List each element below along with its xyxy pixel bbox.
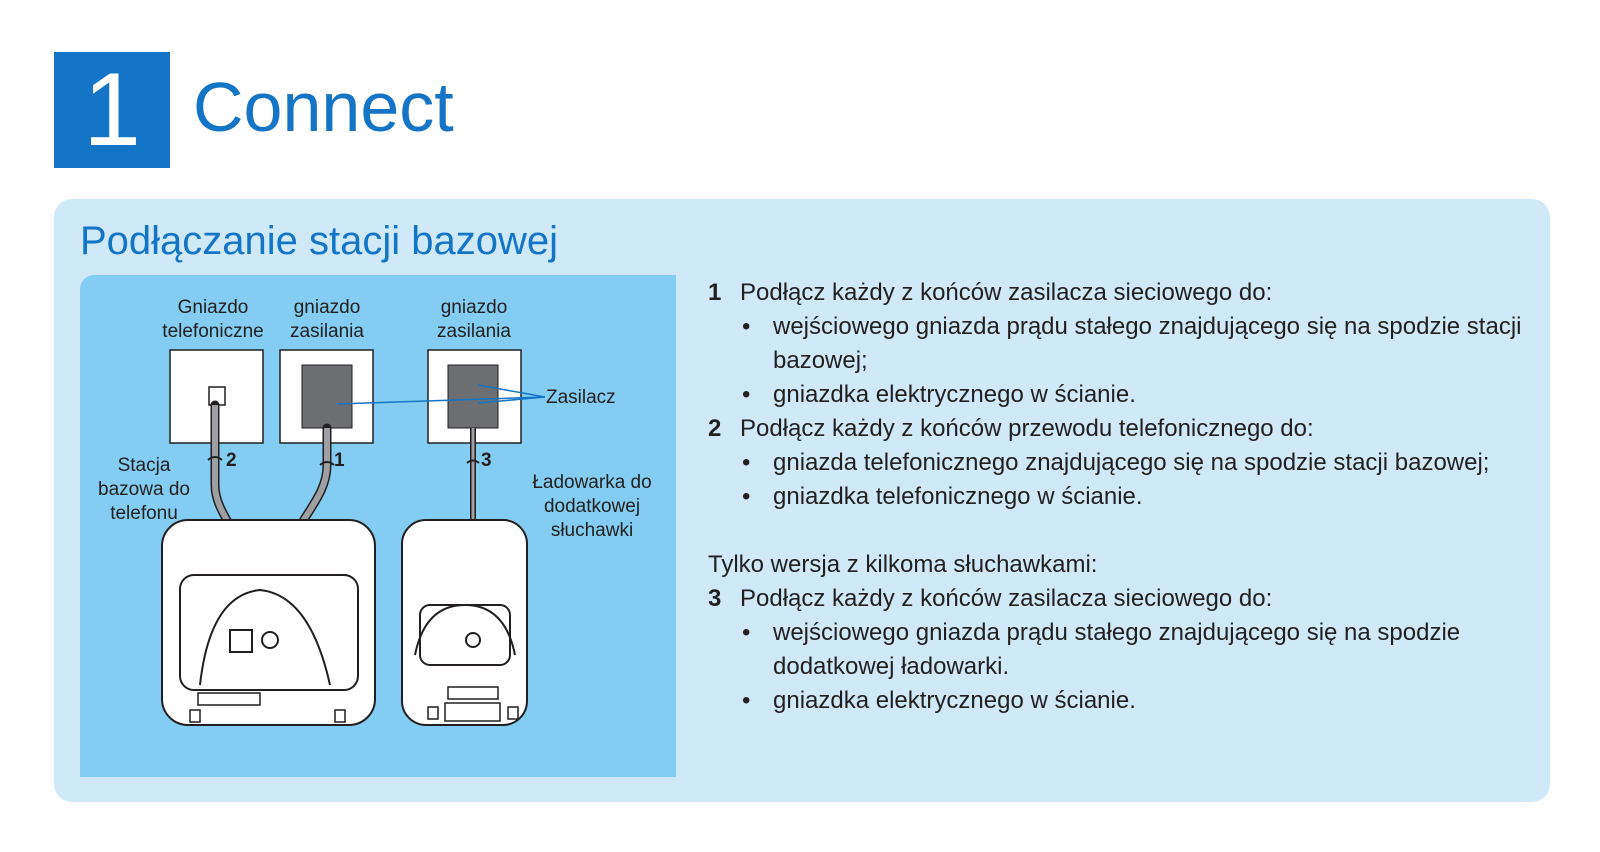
step-2-text: Podłącz każdy z końców przewodu telefoni…	[740, 415, 1314, 442]
chapter-number: 1	[54, 52, 170, 168]
list-item: • gniazdka telefonicznego w ścianie.	[708, 480, 1528, 514]
step-1-bullet-2: gniazdka elektrycznego w ścianie.	[773, 381, 1136, 408]
callout-1: 1	[334, 450, 345, 471]
bullet-glyph: •	[742, 381, 751, 408]
callout-2: 2	[226, 450, 237, 471]
bullet-glyph: •	[742, 687, 751, 714]
multi-handset-note: Tylko wersja z kilkoma słuchawkami:	[708, 551, 1098, 578]
bullet-glyph: •	[742, 483, 751, 510]
instructions: 1 Podłącz każdy z końców zasilacza sieci…	[708, 276, 1528, 718]
label-power-socket-2: gniazdo zasilania	[437, 297, 511, 342]
charger	[401, 519, 528, 726]
step-1-bullet-1: wejściowego gniazda prądu stałego znajdu…	[773, 313, 1522, 374]
step-3: 3 Podłącz każdy z końców zasilacza sieci…	[708, 582, 1528, 616]
step-1: 1 Podłącz każdy z końców zasilacza sieci…	[708, 276, 1528, 310]
base-station	[161, 519, 376, 726]
page-title: Connect	[193, 68, 454, 146]
label-power-socket-1: gniazdo zasilania	[290, 297, 364, 342]
section-title: Podłączanie stacji bazowej	[80, 219, 559, 263]
list-item: • wejściowego gniazda prądu stałego znaj…	[708, 310, 1528, 378]
bullet-glyph: •	[742, 449, 751, 476]
step-3-bullet-2: gniazdka elektrycznego w ścianie.	[773, 687, 1136, 714]
diagram-illustration	[161, 349, 546, 726]
step-1-number: 1	[708, 279, 722, 306]
step-2-bullet-1: gniazda telefonicznego znajdującego się …	[773, 449, 1490, 476]
label-adapter: Zasilacz	[546, 387, 616, 408]
list-item: • gniazdka elektrycznego w ścianie.	[708, 684, 1528, 718]
step-2: 2 Podłącz każdy z końców przewodu telefo…	[708, 412, 1528, 446]
list-item: • wejściowego gniazda prądu stałego znaj…	[708, 616, 1528, 684]
step-2-number: 2	[708, 415, 722, 442]
bullet-glyph: •	[742, 313, 751, 340]
bullet-glyph: •	[742, 619, 751, 646]
power-adapter-1	[301, 364, 353, 429]
list-item: • gniazda telefonicznego znajdującego si…	[708, 446, 1528, 480]
step-3-number: 3	[708, 585, 722, 612]
power-adapter-2	[447, 364, 499, 429]
step-2-bullet-2: gniazdka telefonicznego w ścianie.	[773, 483, 1143, 510]
list-item: • gniazdka elektrycznego w ścianie.	[708, 378, 1528, 412]
step-1-text: Podłącz każdy z końców zasilacza sieciow…	[740, 279, 1273, 306]
step-3-bullet-1: wejściowego gniazda prądu stałego znajdu…	[773, 619, 1461, 680]
label-phone-wall-socket: Gniazdo telefoniczne	[162, 297, 264, 342]
callout-3: 3	[481, 450, 492, 471]
step-3-text: Podłącz każdy z końców zasilacza sieciow…	[740, 585, 1273, 612]
label-base-station: Stacja bazowa do telefonu	[98, 455, 190, 524]
connection-diagram: Gniazdo telefoniczne gniazdo zasilania g…	[80, 275, 676, 777]
label-charger: Ładowarka do dodatkowej słuchawki	[532, 472, 652, 541]
